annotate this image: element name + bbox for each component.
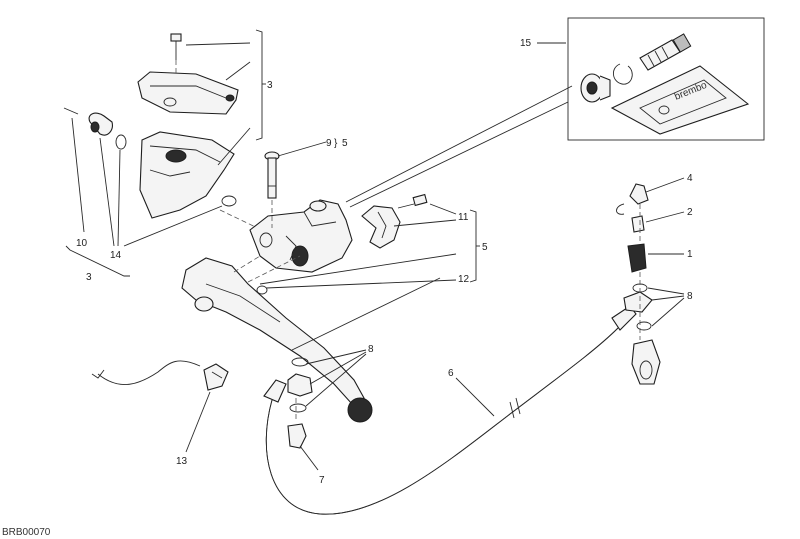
banjo-bolt xyxy=(287,423,307,449)
kit-inset: brembo xyxy=(537,17,765,141)
callout-11: 11 xyxy=(458,212,469,223)
master-cylinder xyxy=(249,199,353,273)
callout-brace-9: } xyxy=(334,138,338,149)
banjo-fitting-center xyxy=(287,357,313,449)
pivot-washer xyxy=(256,285,268,295)
diagram-code: BRB00070 xyxy=(2,527,51,538)
callout-15: 15 xyxy=(520,38,532,49)
reservoir-body xyxy=(139,131,235,219)
callout-12: 12 xyxy=(458,274,470,285)
callout-13: 13 xyxy=(176,456,188,467)
clamp-screw xyxy=(397,193,428,209)
callout-14: 14 xyxy=(110,250,122,261)
kit-instruction-sheet: brembo xyxy=(610,65,750,135)
callout-2: 2 xyxy=(687,207,693,218)
brake-lever xyxy=(181,257,373,423)
callout-4: 4 xyxy=(687,173,693,184)
kit-boot xyxy=(639,33,692,71)
reservoir-cap-parts xyxy=(63,107,127,150)
bleeder-screw xyxy=(631,215,645,233)
callout-9: 9 xyxy=(326,138,332,149)
reservoir-assembly xyxy=(137,33,267,233)
callout-10: 10 xyxy=(76,238,88,249)
reservoir-cover xyxy=(137,71,239,115)
callout-3-bottom: 3 xyxy=(86,272,92,283)
callout-5-right: 5 xyxy=(482,242,488,253)
callout-7: 7 xyxy=(319,475,325,486)
cap-oring xyxy=(115,134,127,150)
bleeder-cap xyxy=(616,183,649,215)
callout-8-center: 8 xyxy=(368,344,374,355)
reservoir-cap xyxy=(88,112,113,136)
brake-hose xyxy=(263,305,637,515)
banjo-fitting-right xyxy=(623,283,661,385)
adapter-nut xyxy=(627,243,647,273)
callout-3-top: 3 xyxy=(267,80,273,91)
callout-8-right: 8 xyxy=(687,291,693,302)
kit-seal-cap xyxy=(580,73,611,103)
handlebar-clamp xyxy=(361,205,401,249)
lever-ball-end xyxy=(347,397,373,423)
callout-6: 6 xyxy=(448,368,454,379)
reservoir-oring xyxy=(221,195,237,207)
stop-light-switch xyxy=(91,360,229,391)
reservoir-screw xyxy=(170,33,182,60)
pivot-bolt xyxy=(264,151,280,199)
callout-1: 1 xyxy=(687,249,693,260)
kit-circlip xyxy=(613,63,633,85)
callout-5-top: 5 xyxy=(342,138,348,149)
